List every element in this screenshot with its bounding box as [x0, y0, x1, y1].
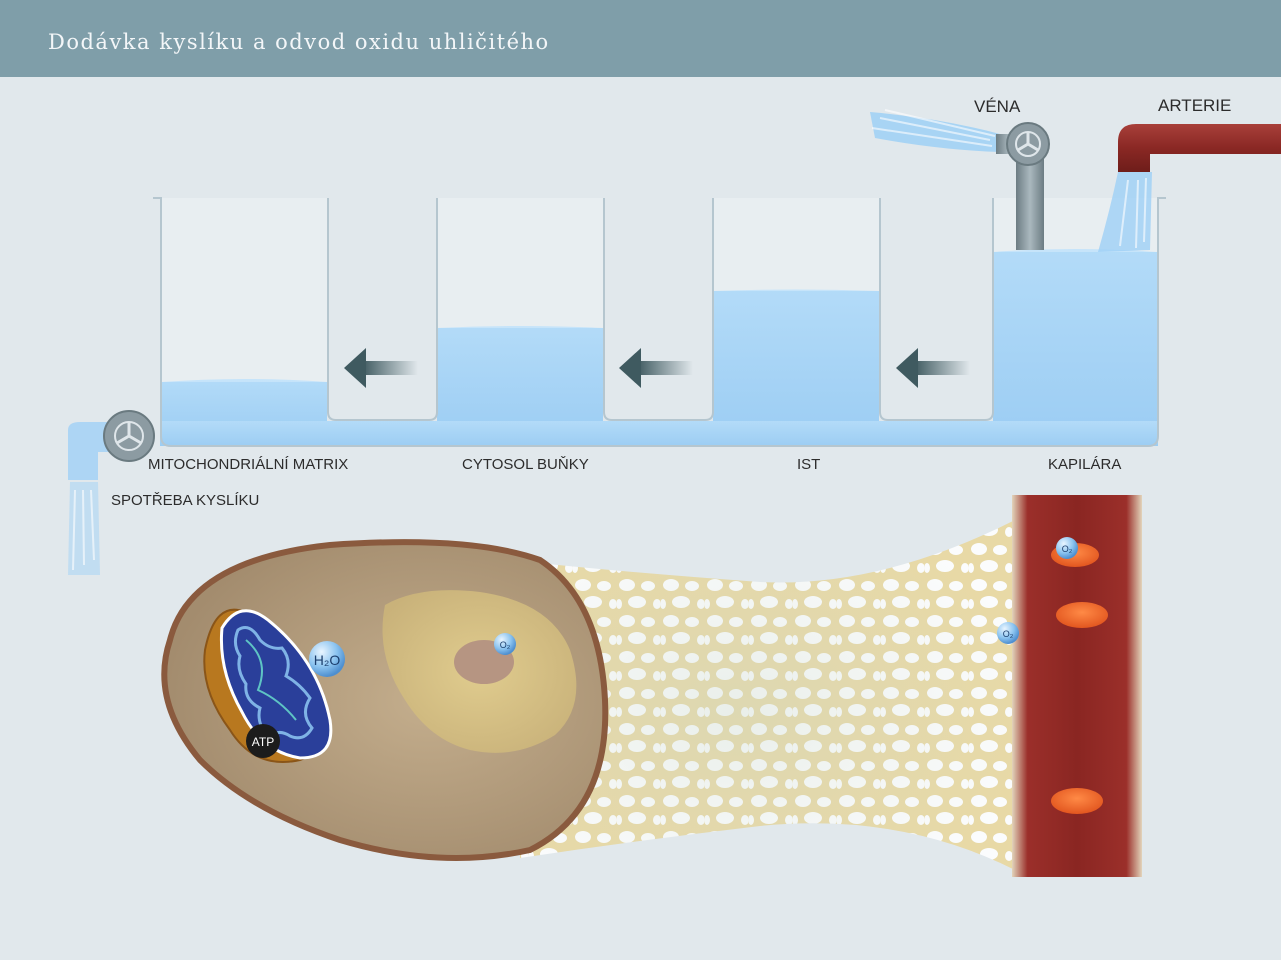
- interstitium-mesh: [510, 520, 1015, 870]
- red-blood-cell: [1051, 788, 1103, 814]
- vein-pipe: [870, 109, 1044, 250]
- flow-arrow: [619, 348, 693, 388]
- oxygen-label: O₂: [1003, 629, 1014, 639]
- flow-arrow: [344, 348, 418, 388]
- drain-valve-icon: [103, 410, 155, 462]
- cytosol-label: CYTOSOL BUŇKY: [462, 456, 589, 473]
- kapilara-label: KAPILÁRA: [1048, 456, 1122, 473]
- oxygen-molecule: O₂: [997, 622, 1019, 644]
- header-bar: Dodávka kyslíku a odvod oxidu uhličitého: [0, 0, 1281, 77]
- oxygen-transport-diagram: H₂O ATP O₂ O₂ O₂: [68, 109, 1281, 877]
- artery-pipe: [1098, 124, 1281, 252]
- atp-label: ATP: [252, 735, 274, 749]
- arterie-label: ARTERIE: [1158, 96, 1232, 115]
- red-blood-cell: [1056, 602, 1108, 628]
- water-levels: [160, 249, 1158, 446]
- cell-nucleus: [382, 590, 577, 753]
- mitochondrion: [203, 608, 333, 763]
- oxygen-molecule: O₂: [1056, 537, 1078, 559]
- oxygen-molecule: O₂: [494, 633, 516, 655]
- water-molecule-label: H₂O: [314, 652, 341, 668]
- flow-arrow: [896, 348, 970, 388]
- ist-label: IST: [797, 456, 821, 473]
- spotreba-kysliku-label: SPOTŘEBA KYSLÍKU: [111, 492, 260, 509]
- water-molecule: H₂O: [309, 641, 345, 677]
- vena-label: VÉNA: [974, 97, 1021, 116]
- mitochondrial-matrix-label: MITOCHONDRIÁLNÍ MATRIX: [148, 456, 349, 473]
- page-title: Dodávka kyslíku a odvod oxidu uhličitého: [48, 30, 550, 54]
- atp-molecule: ATP: [246, 724, 280, 758]
- vein-valve-icon: [1006, 122, 1050, 166]
- tank-outlines: [153, 197, 1166, 447]
- oxygen-label: O₂: [1062, 544, 1073, 554]
- oxygen-label: O₂: [500, 640, 511, 650]
